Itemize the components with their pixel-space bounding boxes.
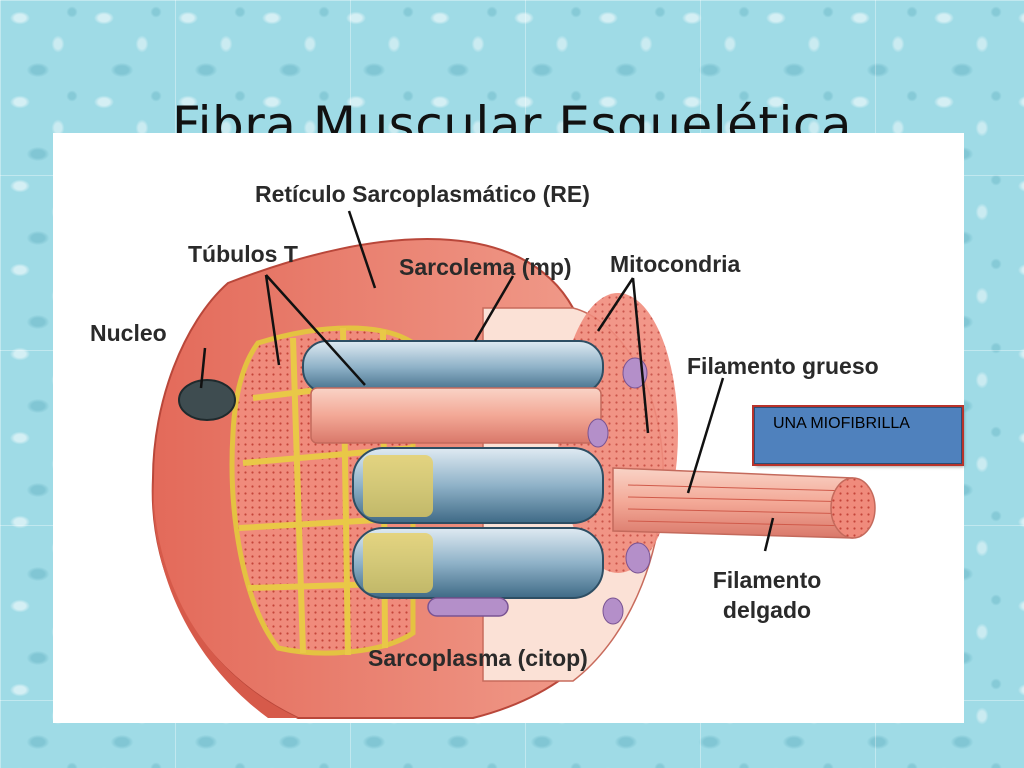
- nucleus: [178, 379, 236, 421]
- leader-lines: [199, 210, 775, 552]
- label-nucleo: Nucleo: [90, 320, 167, 346]
- label-mitocondria: Mitocondria: [610, 251, 741, 277]
- label-reticulo-sarcoplasmatico: Retículo Sarcoplasmático (RE): [255, 181, 590, 207]
- label-tubulos-t: Túbulos T: [188, 241, 298, 267]
- label-sarcoplasma: Sarcoplasma (citop): [368, 645, 588, 671]
- protruding-myofibril: [612, 467, 876, 539]
- label-filamento-grueso: Filamento grueso: [687, 353, 879, 379]
- label-sarcolema: Sarcolema (mp): [399, 254, 572, 280]
- label-filamento-delgado: Filamento delgado: [712, 567, 822, 623]
- myofibril-rows: [302, 340, 651, 625]
- callout-una-miofibrilla: UNA MIOFIBRILLA: [754, 407, 962, 464]
- muscle-fiber-illustration: [151, 210, 876, 719]
